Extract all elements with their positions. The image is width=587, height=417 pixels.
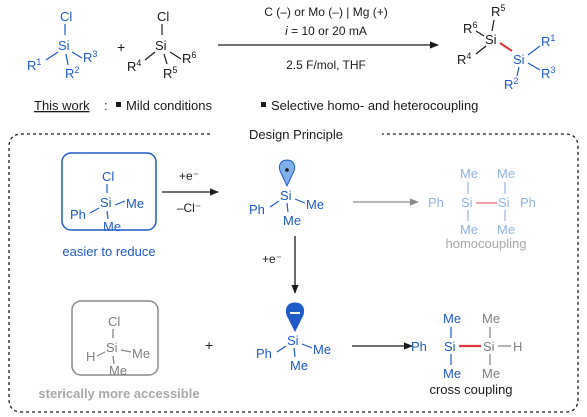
r2-cl: Cl bbox=[157, 9, 169, 24]
radical-dot-icon bbox=[285, 168, 289, 172]
an-me1: Me bbox=[313, 342, 331, 357]
r1-r2: R2 bbox=[65, 65, 79, 81]
silyl-radical: Si Ph Me Me bbox=[249, 159, 324, 228]
mol-homocoupling: Me Ph Si Si Ph Me Me Me bbox=[428, 166, 536, 237]
arrow1-bottom-label: –Cl⁻ bbox=[177, 201, 201, 215]
r1-r1: R1 bbox=[27, 57, 41, 73]
box-easier-to-reduce bbox=[61, 152, 157, 231]
p-si-left: Si bbox=[485, 32, 497, 47]
b2-me1: Me bbox=[132, 346, 150, 361]
b2-si: Si bbox=[106, 340, 118, 355]
silyl-anion: Si Ph Me Me bbox=[256, 302, 331, 373]
r1-si: Si bbox=[58, 38, 70, 53]
radical-orbital-icon bbox=[278, 159, 296, 188]
r2-si: Si bbox=[155, 38, 167, 53]
p-si-right: Si bbox=[513, 52, 525, 67]
c-me1: Me bbox=[443, 311, 461, 326]
this-work-label: This work bbox=[34, 98, 90, 113]
p-r6: R6 bbox=[463, 20, 477, 36]
si-si-bond-product bbox=[499, 42, 513, 52]
product-disilane: R5 R6 Si R4 Si R1 R3 R2 bbox=[457, 3, 555, 92]
an-me2: Me bbox=[290, 358, 308, 373]
mol-phme2sicl: Cl Si Ph Me Me bbox=[70, 169, 144, 234]
b1-me2: Me bbox=[103, 219, 121, 234]
h-me4: Me bbox=[497, 222, 515, 237]
box-sterically-accessible bbox=[71, 300, 159, 376]
bullet-icon-2 bbox=[261, 102, 266, 107]
this-work-bullet-2: Selective homo- and heterocoupling bbox=[271, 98, 478, 113]
h-si-right: Si bbox=[498, 195, 510, 210]
an-ph: Ph bbox=[256, 346, 272, 361]
reactant-chlorosilane-2: Cl Si R4 R6 R5 bbox=[127, 9, 196, 81]
r2-r6: R6 bbox=[182, 50, 196, 66]
b1-me1: Me bbox=[126, 196, 144, 211]
b2-h: H bbox=[86, 349, 95, 364]
mol-hme2sicl: Cl Si H Me Me bbox=[86, 314, 150, 378]
r1-cl: Cl bbox=[60, 9, 72, 24]
h-me2: Me bbox=[497, 166, 515, 181]
caption-sterically-accessible: sterically more accessible bbox=[38, 386, 199, 401]
r2-r5: R5 bbox=[163, 65, 177, 81]
c-ph: Ph bbox=[411, 339, 427, 354]
design-title: Design Principle bbox=[249, 127, 343, 142]
c-h: H bbox=[513, 339, 522, 354]
this-work-line: This work : Mild conditions Selective ho… bbox=[34, 98, 478, 113]
caption-homocoupling: homocoupling bbox=[446, 236, 527, 251]
b1-cl: Cl bbox=[102, 169, 114, 184]
arrow1-top-label: +e⁻ bbox=[179, 169, 199, 183]
caption-easier-to-reduce: easier to reduce bbox=[62, 244, 155, 259]
h-me3: Me bbox=[460, 222, 478, 237]
h-me1: Me bbox=[460, 166, 478, 181]
design-frame bbox=[8, 133, 579, 413]
c-me2: Me bbox=[482, 311, 500, 326]
reactant-chlorosilane-1: Cl Si R1 R3 R2 bbox=[27, 9, 97, 81]
bullet-icon-1 bbox=[116, 102, 121, 107]
h-ph-right: Ph bbox=[520, 195, 536, 210]
an-si: Si bbox=[287, 333, 299, 348]
c-si-right: Si bbox=[483, 339, 495, 354]
anion-orbital-icon bbox=[285, 302, 305, 333]
b2-cl: Cl bbox=[108, 314, 120, 329]
rad-si: Si bbox=[280, 188, 292, 203]
b1-ph: Ph bbox=[70, 207, 86, 222]
rad-me2: Me bbox=[283, 213, 301, 228]
rad-ph: Ph bbox=[249, 202, 265, 217]
this-work-colon: : bbox=[104, 98, 108, 113]
conditions-current: i = 10 or 20 mA bbox=[285, 24, 367, 38]
c-me4: Me bbox=[482, 366, 500, 381]
b1-si: Si bbox=[100, 195, 112, 210]
rad-me1: Me bbox=[306, 197, 324, 212]
b2-me2: Me bbox=[109, 363, 127, 378]
plus-sign-top: + bbox=[117, 39, 125, 55]
c-si-left: Si bbox=[444, 339, 456, 354]
p-r2: R2 bbox=[504, 76, 518, 92]
reaction-conditions: C (–) or Mo (–) | Mg (+) i = 10 or 20 mA… bbox=[218, 5, 439, 72]
c-me3: Me bbox=[443, 366, 461, 381]
conditions-charge-solvent: 2.5 F/mol, THF bbox=[286, 58, 366, 72]
p-r1: R1 bbox=[541, 33, 555, 49]
p-r4: R4 bbox=[457, 51, 471, 67]
this-work-bullet-1: Mild conditions bbox=[126, 98, 212, 113]
p-r5: R5 bbox=[491, 3, 505, 19]
h-ph-left: Ph bbox=[428, 195, 444, 210]
arrow-down-label: +e⁻ bbox=[262, 252, 282, 266]
mol-cross-coupling: Me Ph Si Me Me Si H Me bbox=[411, 311, 522, 381]
plus-sign-bottom: + bbox=[205, 337, 213, 353]
caption-cross-coupling: cross coupling bbox=[429, 382, 512, 397]
r2-r4: R4 bbox=[127, 58, 141, 74]
p-r3: R3 bbox=[541, 65, 555, 81]
h-si-left: Si bbox=[461, 195, 473, 210]
r1-r3: R3 bbox=[83, 49, 97, 65]
conditions-electrodes: C (–) or Mo (–) | Mg (+) bbox=[264, 5, 387, 19]
